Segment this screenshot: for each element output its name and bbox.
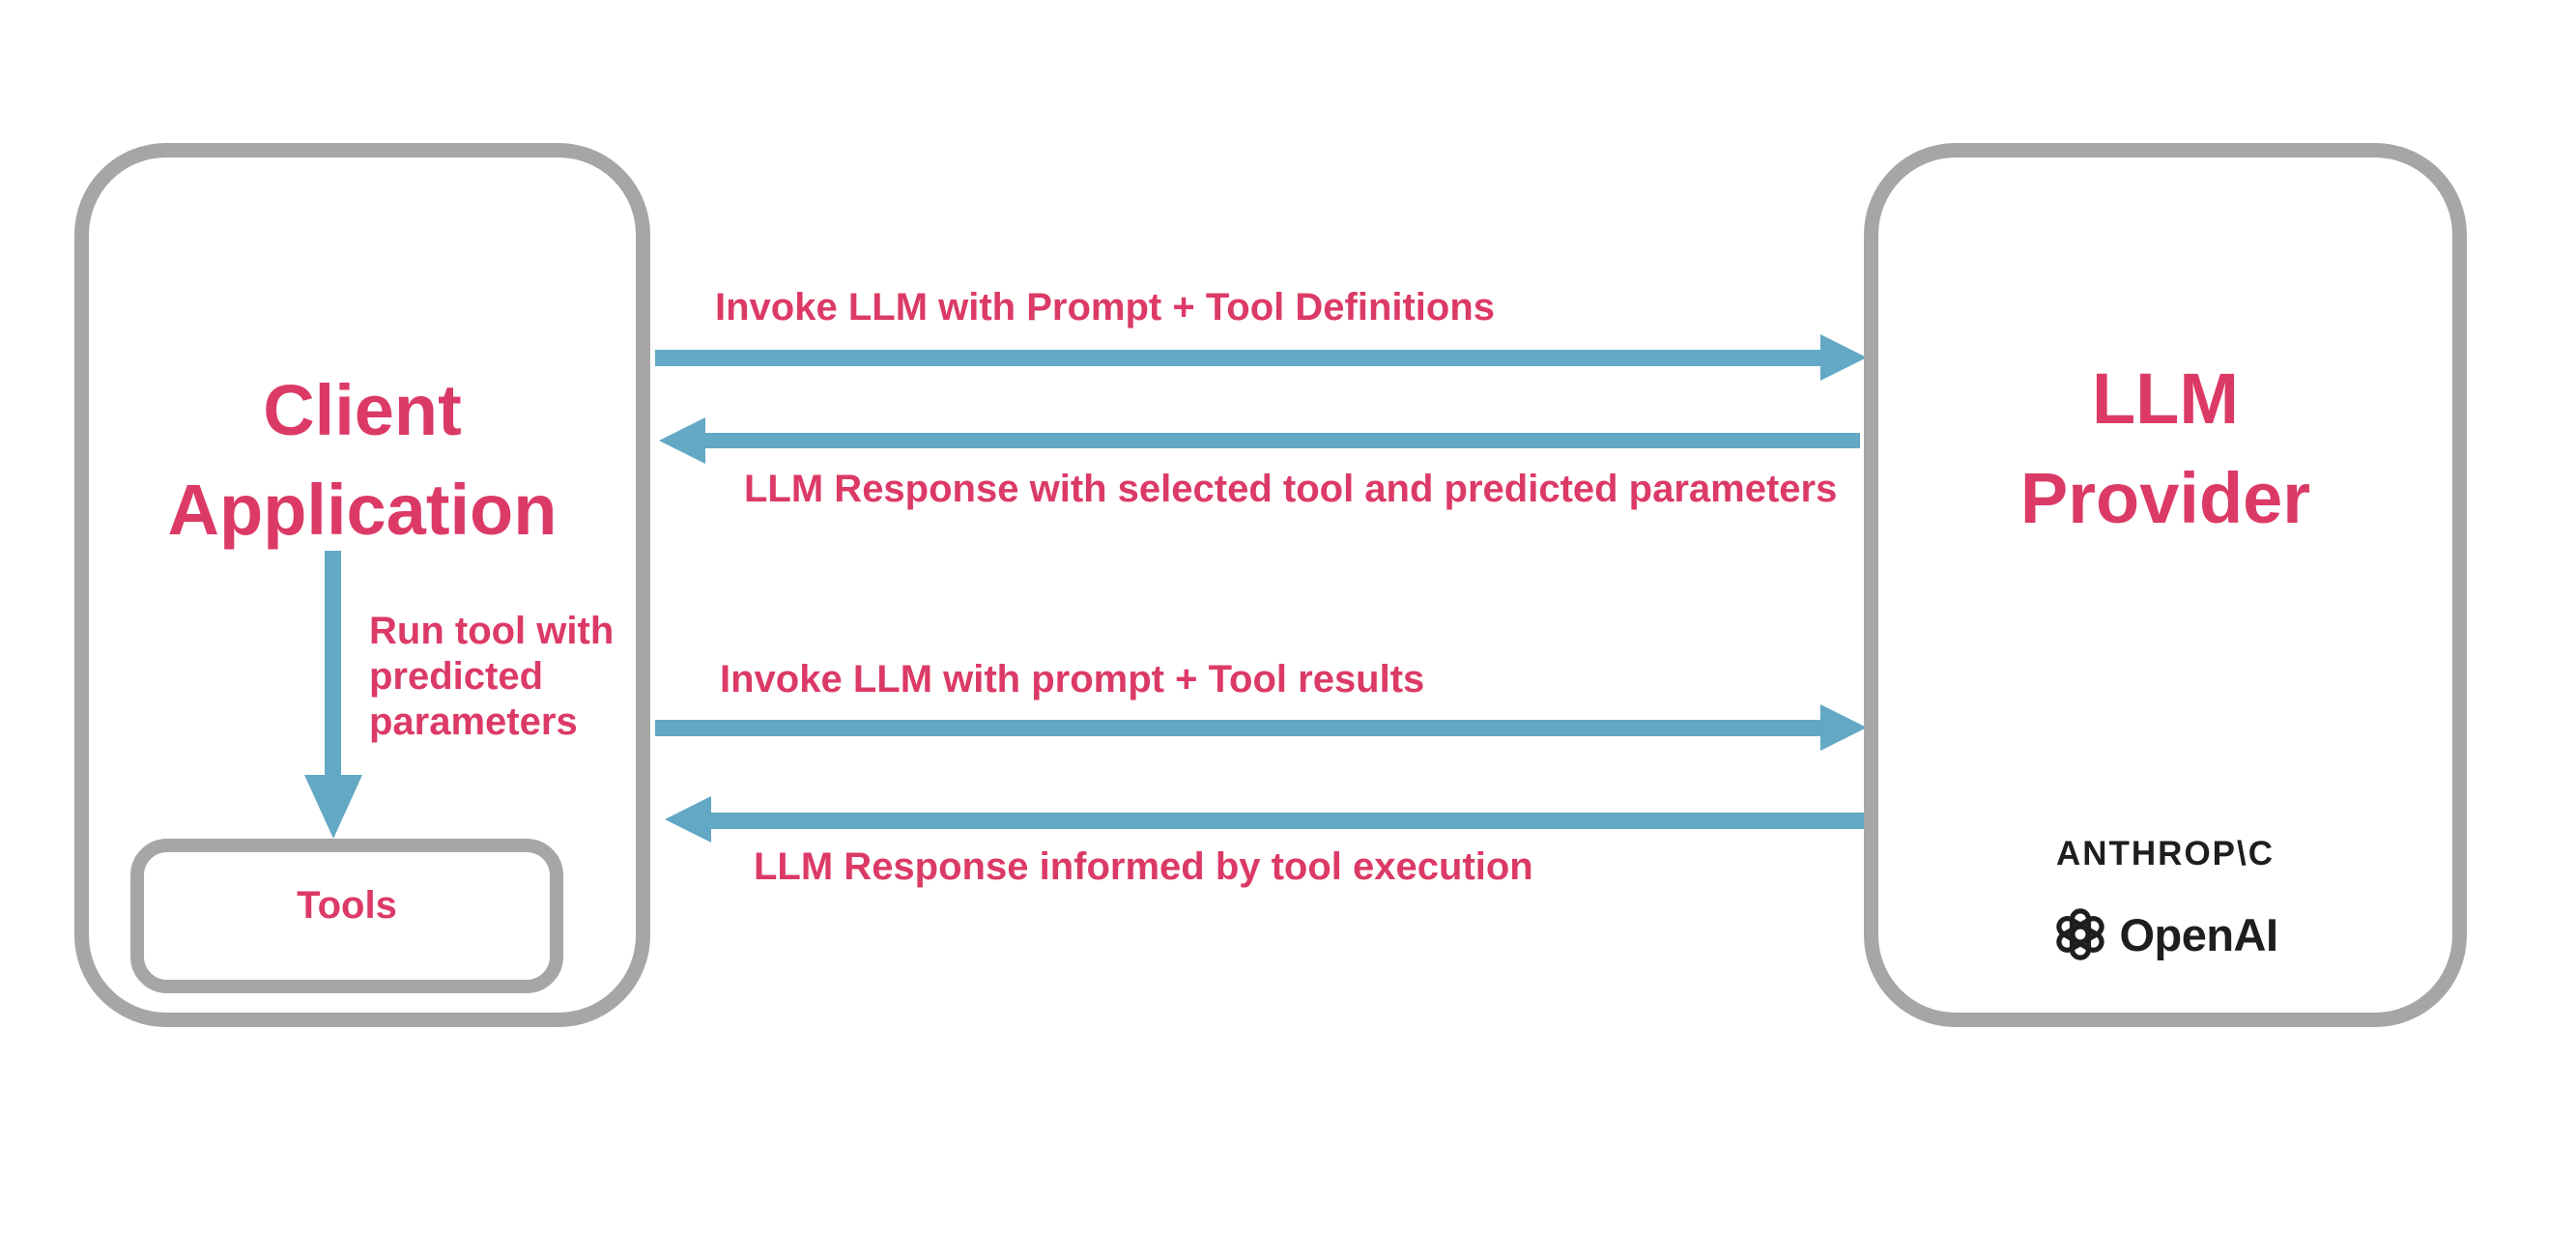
client-title-line2: Application xyxy=(167,470,558,550)
llm-title-line2: Provider xyxy=(2019,458,2311,538)
run-tool-label-line3: parameters xyxy=(369,700,578,743)
tools-box: Tools xyxy=(130,839,563,993)
run-tool-label-line2: predicted xyxy=(369,655,544,698)
openai-logo: OpenAI xyxy=(1878,902,2452,966)
run-tool-arrow-head xyxy=(304,775,362,839)
anthropic-wordmark: ANTHROP\C xyxy=(2055,835,2275,872)
flow-arrow-2-left-shaft xyxy=(705,433,1860,448)
flow-arrow-1-right-shaft xyxy=(655,350,1820,366)
flow-arrow-3-right-shaft xyxy=(655,720,1820,736)
tools-label: Tools xyxy=(297,883,397,927)
flow-arrow-4-left-head xyxy=(665,796,711,843)
flow-arrow-4-left-shaft xyxy=(711,813,1864,829)
run-tool-label: Run tool with predicted parameters xyxy=(369,609,614,745)
openai-wordmark: OpenAI xyxy=(2119,908,2278,960)
flow-label-3: Invoke LLM with prompt + Tool results xyxy=(720,658,1425,700)
run-tool-label-line1: Run tool with xyxy=(369,610,615,652)
flow-arrow-1-right-head xyxy=(1820,334,1867,381)
flow-label-2: LLM Response with selected tool and pred… xyxy=(744,468,1838,510)
llm-provider-title: LLM Provider xyxy=(1878,349,2452,548)
client-title-line1: Client xyxy=(263,370,462,450)
flow-label-4: LLM Response informed by tool execution xyxy=(754,845,1533,888)
llm-title-line1: LLM xyxy=(2091,358,2240,439)
run-tool-arrow-shaft xyxy=(325,551,341,775)
flow-arrow-2-left-head xyxy=(659,417,705,464)
llm-provider-box xyxy=(1864,143,2467,1027)
flow-arrow-3-right-head xyxy=(1820,704,1867,751)
openai-blossom-icon xyxy=(2056,908,2105,960)
flow-label-1: Invoke LLM with Prompt + Tool Definition… xyxy=(715,286,1496,329)
client-application-title: Client Application xyxy=(89,360,636,559)
